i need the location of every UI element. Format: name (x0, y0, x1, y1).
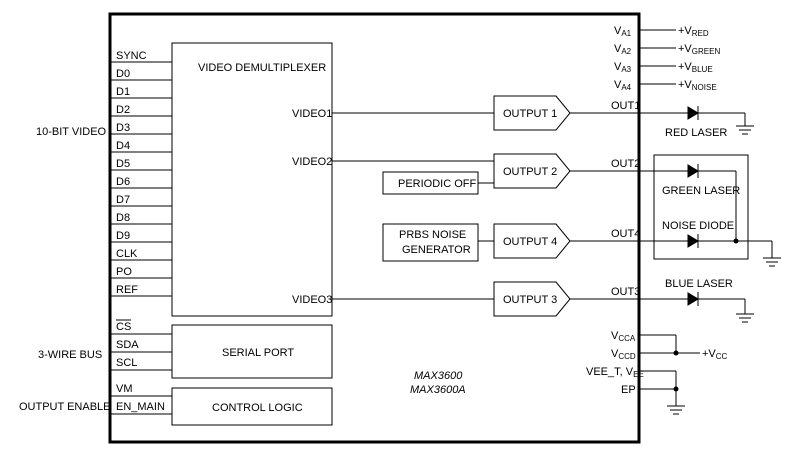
serial-port-title: SERIAL PORT (222, 347, 294, 359)
serial-bus-label: 3-WIRE BUS (38, 349, 102, 361)
out3-pin-label: OUT3 (611, 286, 640, 298)
noise-junction-dot (733, 238, 739, 244)
cs-pin-label: CS (116, 321, 131, 333)
green-laser-diode-icon (687, 164, 699, 178)
supply-pin-group: VA1 +VRED VA2 +VGREEN VA3 +VBLUE VA4 +VNOISE (614, 25, 720, 92)
output1-label: OUTPUT 1 (503, 108, 557, 120)
left-pin-label-d0: D0 (116, 68, 130, 80)
supply-pin-label-a4: VA4 (614, 79, 632, 92)
output2-label: OUTPUT 2 (503, 166, 557, 178)
blue-ground-icon (736, 313, 754, 323)
left-pin-label-ref: REF (116, 284, 138, 296)
left-pin-label-clk: CLK (116, 248, 138, 260)
out1-pin-label: OUT1 (611, 100, 640, 112)
control-logic-title: CONTROL LOGIC (212, 402, 303, 414)
chip-name-1: MAX3600 (414, 370, 463, 382)
video2-label: VIDEO2 (292, 156, 332, 168)
video1-label: VIDEO1 (292, 108, 332, 120)
left-pin-label-d5: D5 (116, 158, 130, 170)
vccd-pin-label: VCCD (611, 348, 636, 361)
noise-diode-icon (687, 234, 699, 248)
supply-pin-label-a1: VA1 (614, 25, 632, 38)
supply-rail-label-blue: +VBLUE (678, 61, 713, 74)
video3-label: VIDEO3 (292, 294, 332, 306)
blue-laser-diode-icon (687, 292, 699, 306)
power-ground-icon (667, 405, 685, 415)
video-bus-label: 10-BIT VIDEO (36, 126, 107, 138)
prbs-block (382, 223, 479, 262)
red-laser-diode-icon (687, 106, 699, 120)
noise-diode-label: NOISE DIODE (662, 220, 734, 232)
green-laser-label: GREEN LASER (662, 185, 740, 197)
left-pin-label-d2: D2 (116, 104, 130, 116)
green-noise-enclosure (653, 154, 749, 260)
supply-rail-label-red: +VRED (678, 25, 709, 38)
vm-pin-label: VM (116, 383, 133, 395)
output1-driver (493, 95, 571, 131)
periodic-off-title: PERIODIC OFF (398, 178, 477, 190)
supply-rail-label-green: +VGREEN (678, 43, 720, 56)
output-enable-label: OUTPUT ENABLE (19, 401, 111, 413)
red-ground-icon (736, 125, 754, 135)
supply-pin-label-a3: VA3 (614, 61, 632, 74)
out4-pin-label: OUT4 (611, 228, 640, 240)
scl-pin-label: SCL (116, 357, 137, 369)
left-pin-label-d7: D7 (116, 194, 130, 206)
supply-rail-label-noise: +VNOISE (678, 79, 717, 92)
left-pin-label-sync: SYNC (116, 50, 147, 62)
ep-junction-dot (673, 386, 679, 392)
left-pin-label-d1: D1 (116, 86, 130, 98)
supply-pin-label-a2: VA2 (614, 43, 632, 56)
chip-name-2: MAX3600A (410, 384, 466, 396)
vcc-junction-dot (673, 350, 679, 356)
vcca-pin-label: VCCA (611, 330, 636, 343)
ep-pin-label: EP (621, 384, 636, 396)
output3-driver (493, 281, 571, 317)
output3-label: OUTPUT 3 (503, 294, 557, 306)
prbs-title-line2: GENERATOR (402, 244, 471, 256)
noise-ground-icon (763, 257, 781, 267)
en-main-pin-label: EN_MAIN (116, 401, 165, 413)
left-pin-label-d4: D4 (116, 140, 130, 152)
control-logic-block (171, 387, 333, 426)
left-pin-label-po: PO (116, 266, 132, 278)
sda-pin-label: SDA (116, 339, 139, 351)
blue-laser-label: BLUE LASER (665, 278, 733, 290)
left-pin-label-d9: D9 (116, 230, 130, 242)
left-pin-label-d8: D8 (116, 212, 130, 224)
vee-pin-label: VEE_T, VEE (586, 366, 644, 379)
red-laser-label: RED LASER (665, 127, 727, 139)
output4-label: OUTPUT 4 (503, 236, 557, 248)
out2-pin-label: OUT2 (611, 158, 640, 170)
left-pin-label-d6: D6 (116, 176, 130, 188)
demux-title: VIDEO DEMULTIPLEXER (198, 62, 326, 74)
prbs-title-line1: PRBS NOISE (399, 229, 466, 241)
demux-block (171, 42, 333, 317)
output2-driver (493, 153, 571, 189)
left-pin-label-d3: D3 (116, 122, 130, 134)
output4-driver (493, 223, 571, 259)
vcc-rail-label: +VCC (702, 348, 728, 361)
serial-port-block (171, 324, 333, 379)
